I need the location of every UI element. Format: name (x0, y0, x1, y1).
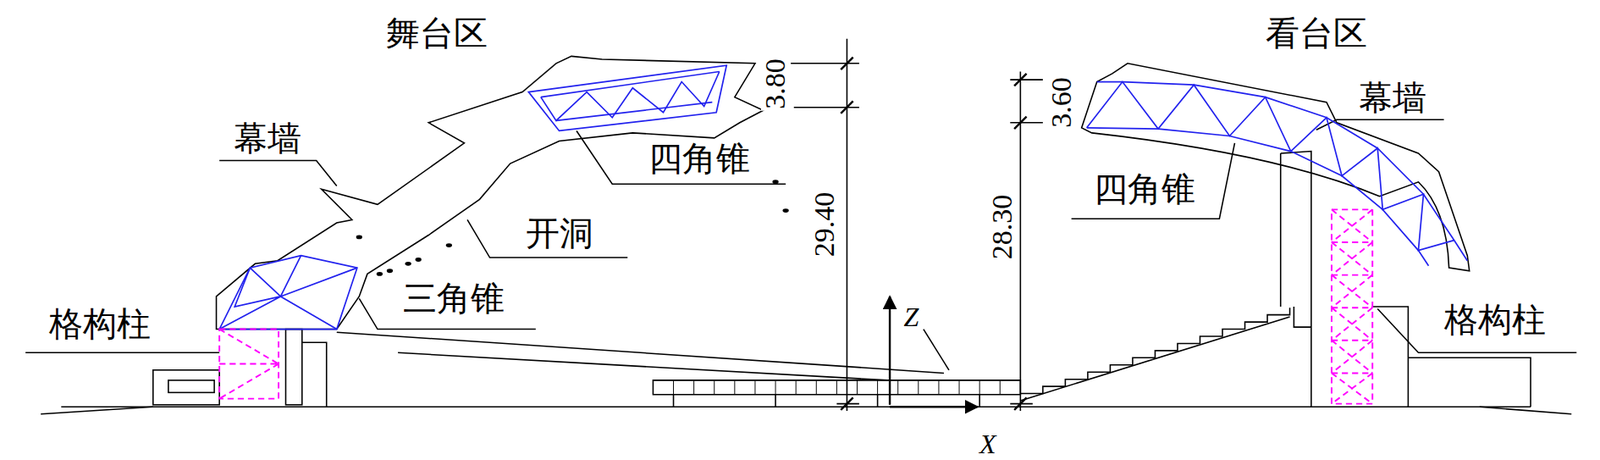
x-axis-arrow (889, 405, 978, 408)
dimension-value: 3.60 (1047, 75, 1076, 130)
lattice-column (219, 329, 279, 399)
z-leader (923, 329, 949, 370)
left-low-window (168, 380, 215, 392)
marker-dots (356, 179, 789, 276)
part-label: 四角锥 (646, 141, 752, 176)
seating-base (1020, 316, 1290, 401)
lattice-column (1331, 209, 1373, 403)
ground-slope (40, 406, 1572, 414)
stand-wall (1280, 151, 1312, 408)
leader-line (1316, 119, 1445, 130)
dimension-line (790, 38, 860, 411)
seating-steps (1020, 307, 1290, 393)
dimension-value: 3.80 (761, 56, 790, 111)
leader-line (576, 130, 786, 184)
part-label: 四角锥 (1092, 171, 1198, 206)
stage-roof-outline (216, 55, 764, 329)
zone-title: 看台区 (1263, 16, 1369, 50)
stage-lower-line (302, 342, 889, 407)
square-cone-truss (528, 65, 727, 131)
dimension-ticks (840, 57, 853, 410)
part-label: 幕墙 (231, 121, 304, 155)
orchestra-pit (673, 394, 981, 407)
leader-line (219, 160, 337, 186)
dimension-value: 28.30 (987, 192, 1017, 261)
part-label: 幕墙 (1357, 80, 1429, 115)
left-low-building (153, 369, 220, 405)
leader-line (1071, 143, 1236, 219)
z-axis-arrow (888, 296, 891, 405)
left-wall (286, 329, 303, 405)
part-label: 格构柱 (1442, 302, 1548, 337)
axis-label: X (977, 430, 999, 458)
part-label: 三角锥 (401, 281, 507, 315)
part-label: 开洞 (524, 215, 596, 250)
leader-line (25, 352, 220, 354)
ground-line (60, 405, 1531, 408)
dimension-value: 29.40 (810, 190, 839, 260)
axis-label: Z (901, 303, 921, 331)
triangular-cone-truss (219, 255, 358, 330)
zone-title: 舞台区 (384, 16, 490, 50)
stand-roof-outline (1081, 63, 1470, 271)
stage-floor-grid (673, 380, 1001, 395)
part-label: 格构柱 (47, 306, 153, 341)
stage-floor (652, 380, 1021, 395)
